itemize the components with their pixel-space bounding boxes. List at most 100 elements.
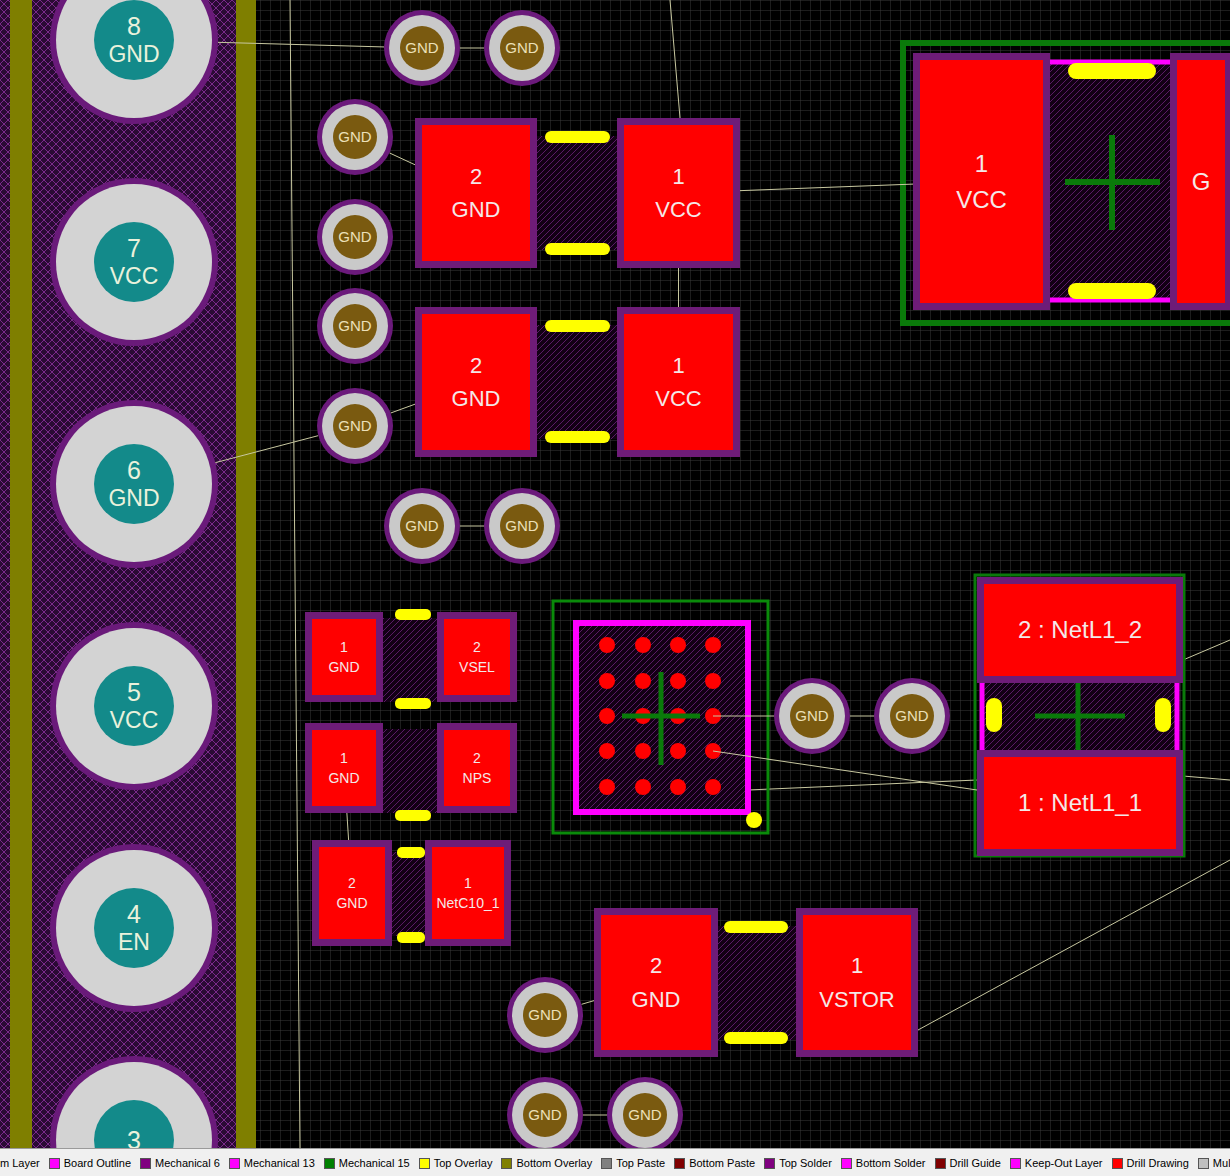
smd-pad: 1GND: [305, 723, 383, 813]
layer-name: Multi-Layer: [1213, 1157, 1230, 1169]
net-name: GND: [338, 128, 371, 145]
smd-pad: 2GND: [415, 118, 537, 268]
net-name: NPS: [463, 770, 492, 786]
paste-mark: [1068, 283, 1156, 299]
net-name: GND: [328, 770, 359, 786]
layer-swatch: [764, 1158, 775, 1169]
pin-number: 1: [340, 639, 348, 655]
net-name: EN: [118, 929, 150, 955]
cap-body: [537, 136, 617, 250]
layer-tab: Board Outline: [49, 1157, 131, 1169]
pin-number: 2: [473, 750, 481, 766]
net-name: VSTOR: [819, 987, 894, 1012]
layer-swatch: [601, 1158, 612, 1169]
net-name: 2 : NetL1_2: [1018, 616, 1142, 644]
net-name: GND: [628, 1106, 661, 1123]
layer-tab: Mechanical 6: [140, 1157, 220, 1169]
smd-pad: 1 : NetL1_1: [977, 750, 1183, 856]
ratsnest-line: [850, 716, 874, 717]
net-name: GND: [328, 659, 359, 675]
pin-number: 1: [464, 875, 472, 891]
net-name: 1 : NetL1_1: [1018, 789, 1142, 817]
layer-name: Mechanical 6: [155, 1157, 220, 1169]
layer-swatch: [1198, 1158, 1209, 1169]
net-name: VCC: [110, 263, 159, 289]
cap-body: [537, 325, 617, 439]
layer-tab: Mechanical 15: [324, 1157, 410, 1169]
net-name: GND: [336, 895, 367, 911]
header-pin: 6GND: [50, 400, 218, 568]
via: GND: [317, 388, 393, 464]
net-name: GND: [632, 987, 681, 1012]
ratsnest-line: [215, 436, 318, 463]
net-name: GND: [452, 197, 501, 222]
layer-name: Bottom Overlay: [516, 1157, 592, 1169]
layer-name: Top Solder: [779, 1157, 832, 1169]
via: GND: [774, 678, 850, 754]
ratsnest-line: [460, 48, 484, 49]
pin-number: 2: [470, 164, 482, 189]
pin-number: 7: [127, 234, 141, 263]
layer-swatch: [501, 1158, 512, 1169]
pin-number: 1: [672, 353, 684, 378]
layer-swatch: [419, 1158, 430, 1169]
net-name: VCC: [110, 707, 159, 733]
overlay-bar: [10, 0, 32, 1176]
layer-tab: Drill Drawing: [1112, 1157, 1189, 1169]
layer-swatch: [140, 1158, 151, 1169]
pin1-dot: [746, 812, 762, 828]
layer-swatch: [935, 1158, 946, 1169]
net-name: GND: [338, 417, 371, 434]
net-name: GND: [528, 1106, 561, 1123]
smd-pad: 2GND: [594, 908, 718, 1057]
ratsnest-line: [583, 1115, 607, 1116]
net-name: GND: [405, 517, 438, 534]
layer-tab: Top Paste: [601, 1157, 665, 1169]
net-name: GND: [528, 1006, 561, 1023]
component-outline: [975, 575, 1184, 856]
net-name: GND: [452, 386, 501, 411]
net-name: VCC: [655, 386, 701, 411]
net-name: VCC: [956, 186, 1007, 214]
via: GND: [384, 488, 460, 564]
layer-tabs: m Layer Board Outline Mechanical 6 Mechanic…: [0, 1148, 1230, 1176]
layer-swatch: [674, 1158, 685, 1169]
layer-name: Top Paste: [616, 1157, 665, 1169]
pin-number: 1: [851, 953, 863, 978]
layer-name: Drill Drawing: [1127, 1157, 1189, 1169]
layer-tab-label: m Layer: [0, 1157, 40, 1169]
pin-number: 2: [470, 353, 482, 378]
smd-pad: 2 : NetL1_2: [977, 577, 1183, 683]
header-pin: 4EN: [50, 844, 218, 1012]
pin-number: 8: [127, 12, 141, 41]
layer-tab: Top Solder: [764, 1157, 832, 1169]
component-outline: [903, 43, 1230, 323]
pin-number: 1: [340, 750, 348, 766]
via: GND: [507, 977, 583, 1053]
layer-name: Keep-Out Layer: [1025, 1157, 1103, 1169]
strip-hatch: [0, 0, 10, 1176]
layer-name: Bottom Solder: [856, 1157, 926, 1169]
smd-pad: 2GND: [312, 840, 392, 946]
via: GND: [317, 288, 393, 364]
center-cross: [1065, 135, 1160, 230]
via: GND: [484, 488, 560, 564]
pin-number: 5: [127, 678, 141, 707]
ratsnest-line: [218, 42, 384, 47]
paste-mark: [1068, 63, 1156, 79]
layer-tab: Bottom Solder: [841, 1157, 926, 1169]
net-name: NetC10_1: [436, 895, 499, 911]
smd-pad: 2GND: [415, 307, 537, 457]
layer-name: Top Overlay: [434, 1157, 493, 1169]
net-name: GND: [338, 228, 371, 245]
cap-body: [1050, 62, 1172, 300]
net-name: GND: [895, 707, 928, 724]
layer-swatch: [229, 1158, 240, 1169]
smd-pad: 2VSEL: [437, 612, 517, 702]
via: GND: [317, 99, 393, 175]
pin-number: 2: [473, 639, 481, 655]
layer-name: Drill Guide: [950, 1157, 1001, 1169]
